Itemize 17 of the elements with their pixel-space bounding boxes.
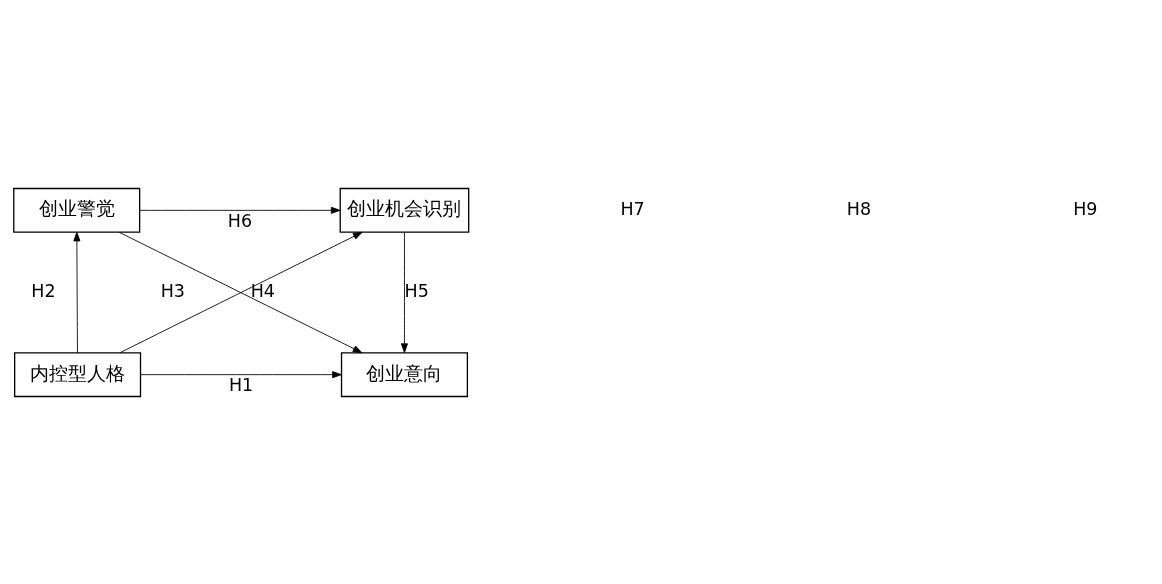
- node-box: 创业机会识别: [339, 187, 470, 233]
- label: H7: [620, 198, 645, 219]
- arrow: [400, 231, 408, 353]
- edge-label: H1: [228, 374, 254, 395]
- arrow: [73, 231, 81, 353]
- node-box: 创业意向: [340, 351, 469, 397]
- arrow: [139, 206, 341, 214]
- label: H9: [1073, 198, 1098, 219]
- edge-label: H6: [227, 210, 253, 231]
- label: H8: [846, 198, 872, 219]
- node-box: 创业警觉: [13, 187, 141, 233]
- edge-label: H3: [160, 280, 185, 301]
- edge-label: H4: [250, 280, 275, 301]
- edge-label: H5: [404, 280, 429, 301]
- edge-label: H2: [31, 280, 56, 301]
- arrow: [140, 370, 342, 378]
- node-box: 内控型人格: [14, 351, 142, 397]
